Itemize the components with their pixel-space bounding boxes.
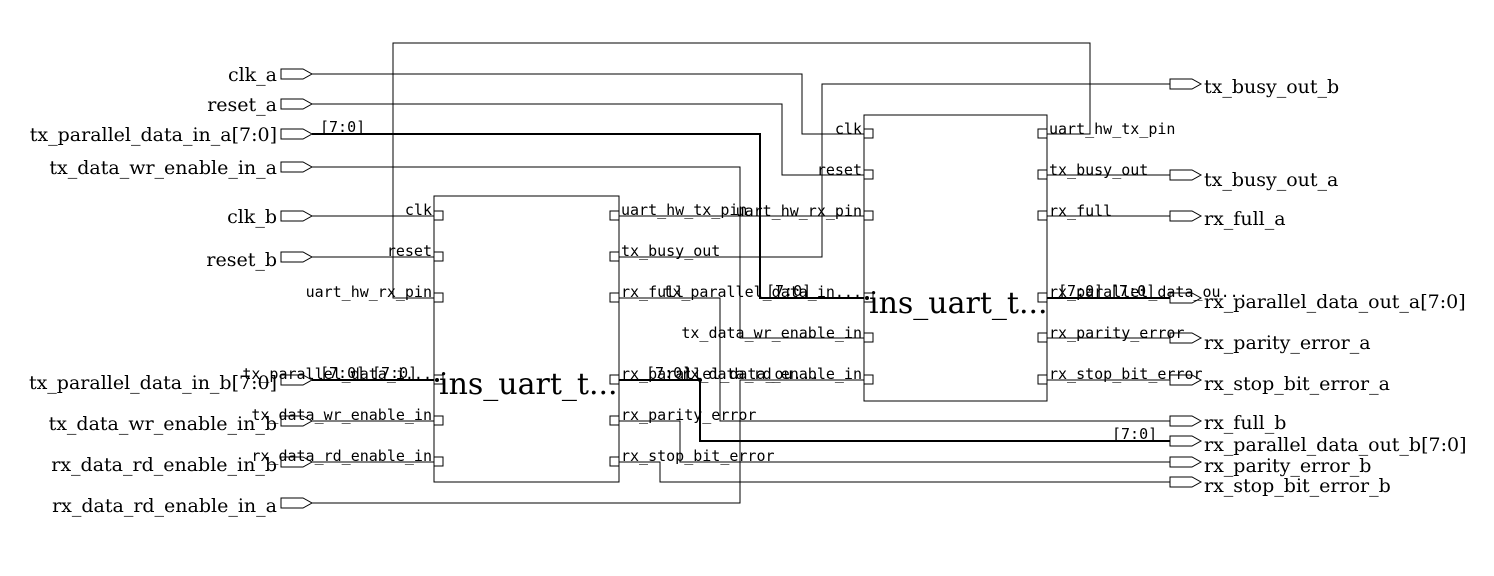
bus-label-tx-data-a: [7:0] <box>320 118 365 136</box>
block-a-pin-rx-parallel-data-out: rx_parallel_data_ou... <box>1049 283 1248 301</box>
input-tx-data-wr-enable-in-b-label: tx_data_wr_enable_in_b <box>49 413 277 435</box>
block-b-pin-clk: clk <box>405 201 432 219</box>
input-tx-parallel-data-in-a-label: tx_parallel_data_in_a[7:0] <box>30 124 277 146</box>
input-reset-a-label: reset_a <box>207 94 277 116</box>
input-clk-b-label: clk_b <box>227 206 277 228</box>
block-b-title: ins_uart_t... <box>439 367 618 402</box>
output-rx-parity-error-b-label: rx_parity_error_b <box>1204 455 1371 477</box>
input-reset-b-label: reset_b <box>206 249 277 271</box>
output-labels: tx_busy_out_b tx_busy_out_a rx_full_a rx… <box>1204 76 1467 497</box>
block-a-pin-rx-stop-bit-error: rx_stop_bit_error <box>1049 365 1203 383</box>
block-a-pin-rx-full: rx_full <box>1049 202 1112 220</box>
output-rx-full-b-label: rx_full_b <box>1204 412 1286 434</box>
bus-label-rx-data-b-out: [7:0] <box>646 364 691 382</box>
bus-labels: [7:0] [7:0] [7:0] [7:0] [7:0] [7:0] [7:0… <box>320 118 1157 443</box>
block-a-pin-uart-hw-tx-pin: uart_hw_tx_pin <box>1049 120 1175 138</box>
block-b-pin-tx-busy-out: tx_busy_out <box>621 242 720 260</box>
input-labels: clk_a reset_a tx_parallel_data_in_a[7:0]… <box>29 64 277 517</box>
output-rx-parallel-data-out-b-label: rx_parallel_data_out_b[7:0] <box>1204 434 1467 456</box>
block-b-pin-tx-parallel-data-in: tx_parallel_data_i... <box>242 365 432 383</box>
bus-label-tx-data-b: [7:0] <box>320 364 365 382</box>
junction-dots <box>435 296 869 382</box>
block-b-pin-rx-parallel-data-out: rx_parallel_data_ou... <box>621 365 820 383</box>
input-rx-data-rd-enable-in-a-label: rx_data_rd_enable_in_a <box>52 495 277 517</box>
output-tx-busy-out-a-label: tx_busy_out_a <box>1204 169 1338 191</box>
output-rx-parity-error-a-label: rx_parity_error_a <box>1204 332 1371 354</box>
input-ports <box>280 68 314 509</box>
block-b-pin-rx-full: rx_full <box>621 283 684 301</box>
block-b-pin-rx-data-rd-enable-in: rx_data_rd_enable_in <box>251 447 432 465</box>
input-clk-a-label: clk_a <box>228 64 277 86</box>
bus-label-rx-data-a-out: [7:0] <box>1110 282 1155 300</box>
output-rx-stop-bit-error-a-label: rx_stop_bit_error_a <box>1204 373 1390 395</box>
bus-label-rx-data-b-port: [7:0] <box>1112 425 1157 443</box>
output-ports <box>1169 78 1203 488</box>
output-rx-stop-bit-error-b-label: rx_stop_bit_error_b <box>1204 475 1391 497</box>
bus-label-rx-data-a-pin: [7:0] <box>1058 282 1103 300</box>
block-b-pin-uart-hw-rx-pin: uart_hw_rx_pin <box>306 283 432 301</box>
block-a-pin-reset: reset <box>817 161 862 179</box>
block-b-pin-uart-hw-tx-pin: uart_hw_tx_pin <box>621 201 747 219</box>
block-a-pin-tx-data-wr-enable-in: tx_data_wr_enable_in <box>681 324 862 342</box>
input-rx-data-rd-enable-in-b-label: rx_data_rd_enable_in_b <box>51 454 277 476</box>
block-b-pin-rx-parity-error: rx_parity_error <box>621 406 756 424</box>
output-rx-parallel-data-out-a-label: rx_parallel_data_out_a[7:0] <box>1204 291 1466 313</box>
uart-block-a[interactable]: clk reset uart_hw_rx_pin tx_parallel_dat… <box>663 114 1248 402</box>
block-a-pin-rx-data-rd-enable-in: rx_data_rd_enable_in <box>681 365 862 383</box>
block-b-pin-reset: reset <box>387 242 432 260</box>
block-a-pin-rx-parity-error: rx_parity_error <box>1049 324 1184 342</box>
block-a-pin-tx-busy-out: tx_busy_out <box>1049 161 1148 179</box>
bus-label-tx-data-a-pin: [7:0] <box>766 282 811 300</box>
input-tx-data-wr-enable-in-a-label: tx_data_wr_enable_in_a <box>49 157 277 179</box>
uart-block-b[interactable]: clk reset uart_hw_rx_pin tx_parallel_dat… <box>242 195 820 483</box>
bus-label-tx-data-b-pin: [7:0] <box>372 364 417 382</box>
block-b-pin-tx-data-wr-enable-in: tx_data_wr_enable_in <box>251 406 432 424</box>
output-rx-full-a-label: rx_full_a <box>1204 208 1286 230</box>
input-tx-parallel-data-in-b-label: tx_parallel_data_in_b[7:0] <box>29 372 277 394</box>
block-a-pin-clk: clk <box>835 120 862 138</box>
block-a-title: ins_uart_t... <box>869 286 1048 321</box>
output-tx-busy-out-b-label: tx_busy_out_b <box>1204 76 1339 98</box>
wires <box>312 42 1170 504</box>
block-b-pin-rx-stop-bit-error: rx_stop_bit_error <box>621 447 775 465</box>
block-a-pin-tx-parallel-data-in: tx_parallel_data_in... <box>663 283 862 301</box>
block-a-pin-uart-hw-rx-pin: uart_hw_rx_pin <box>736 202 862 220</box>
